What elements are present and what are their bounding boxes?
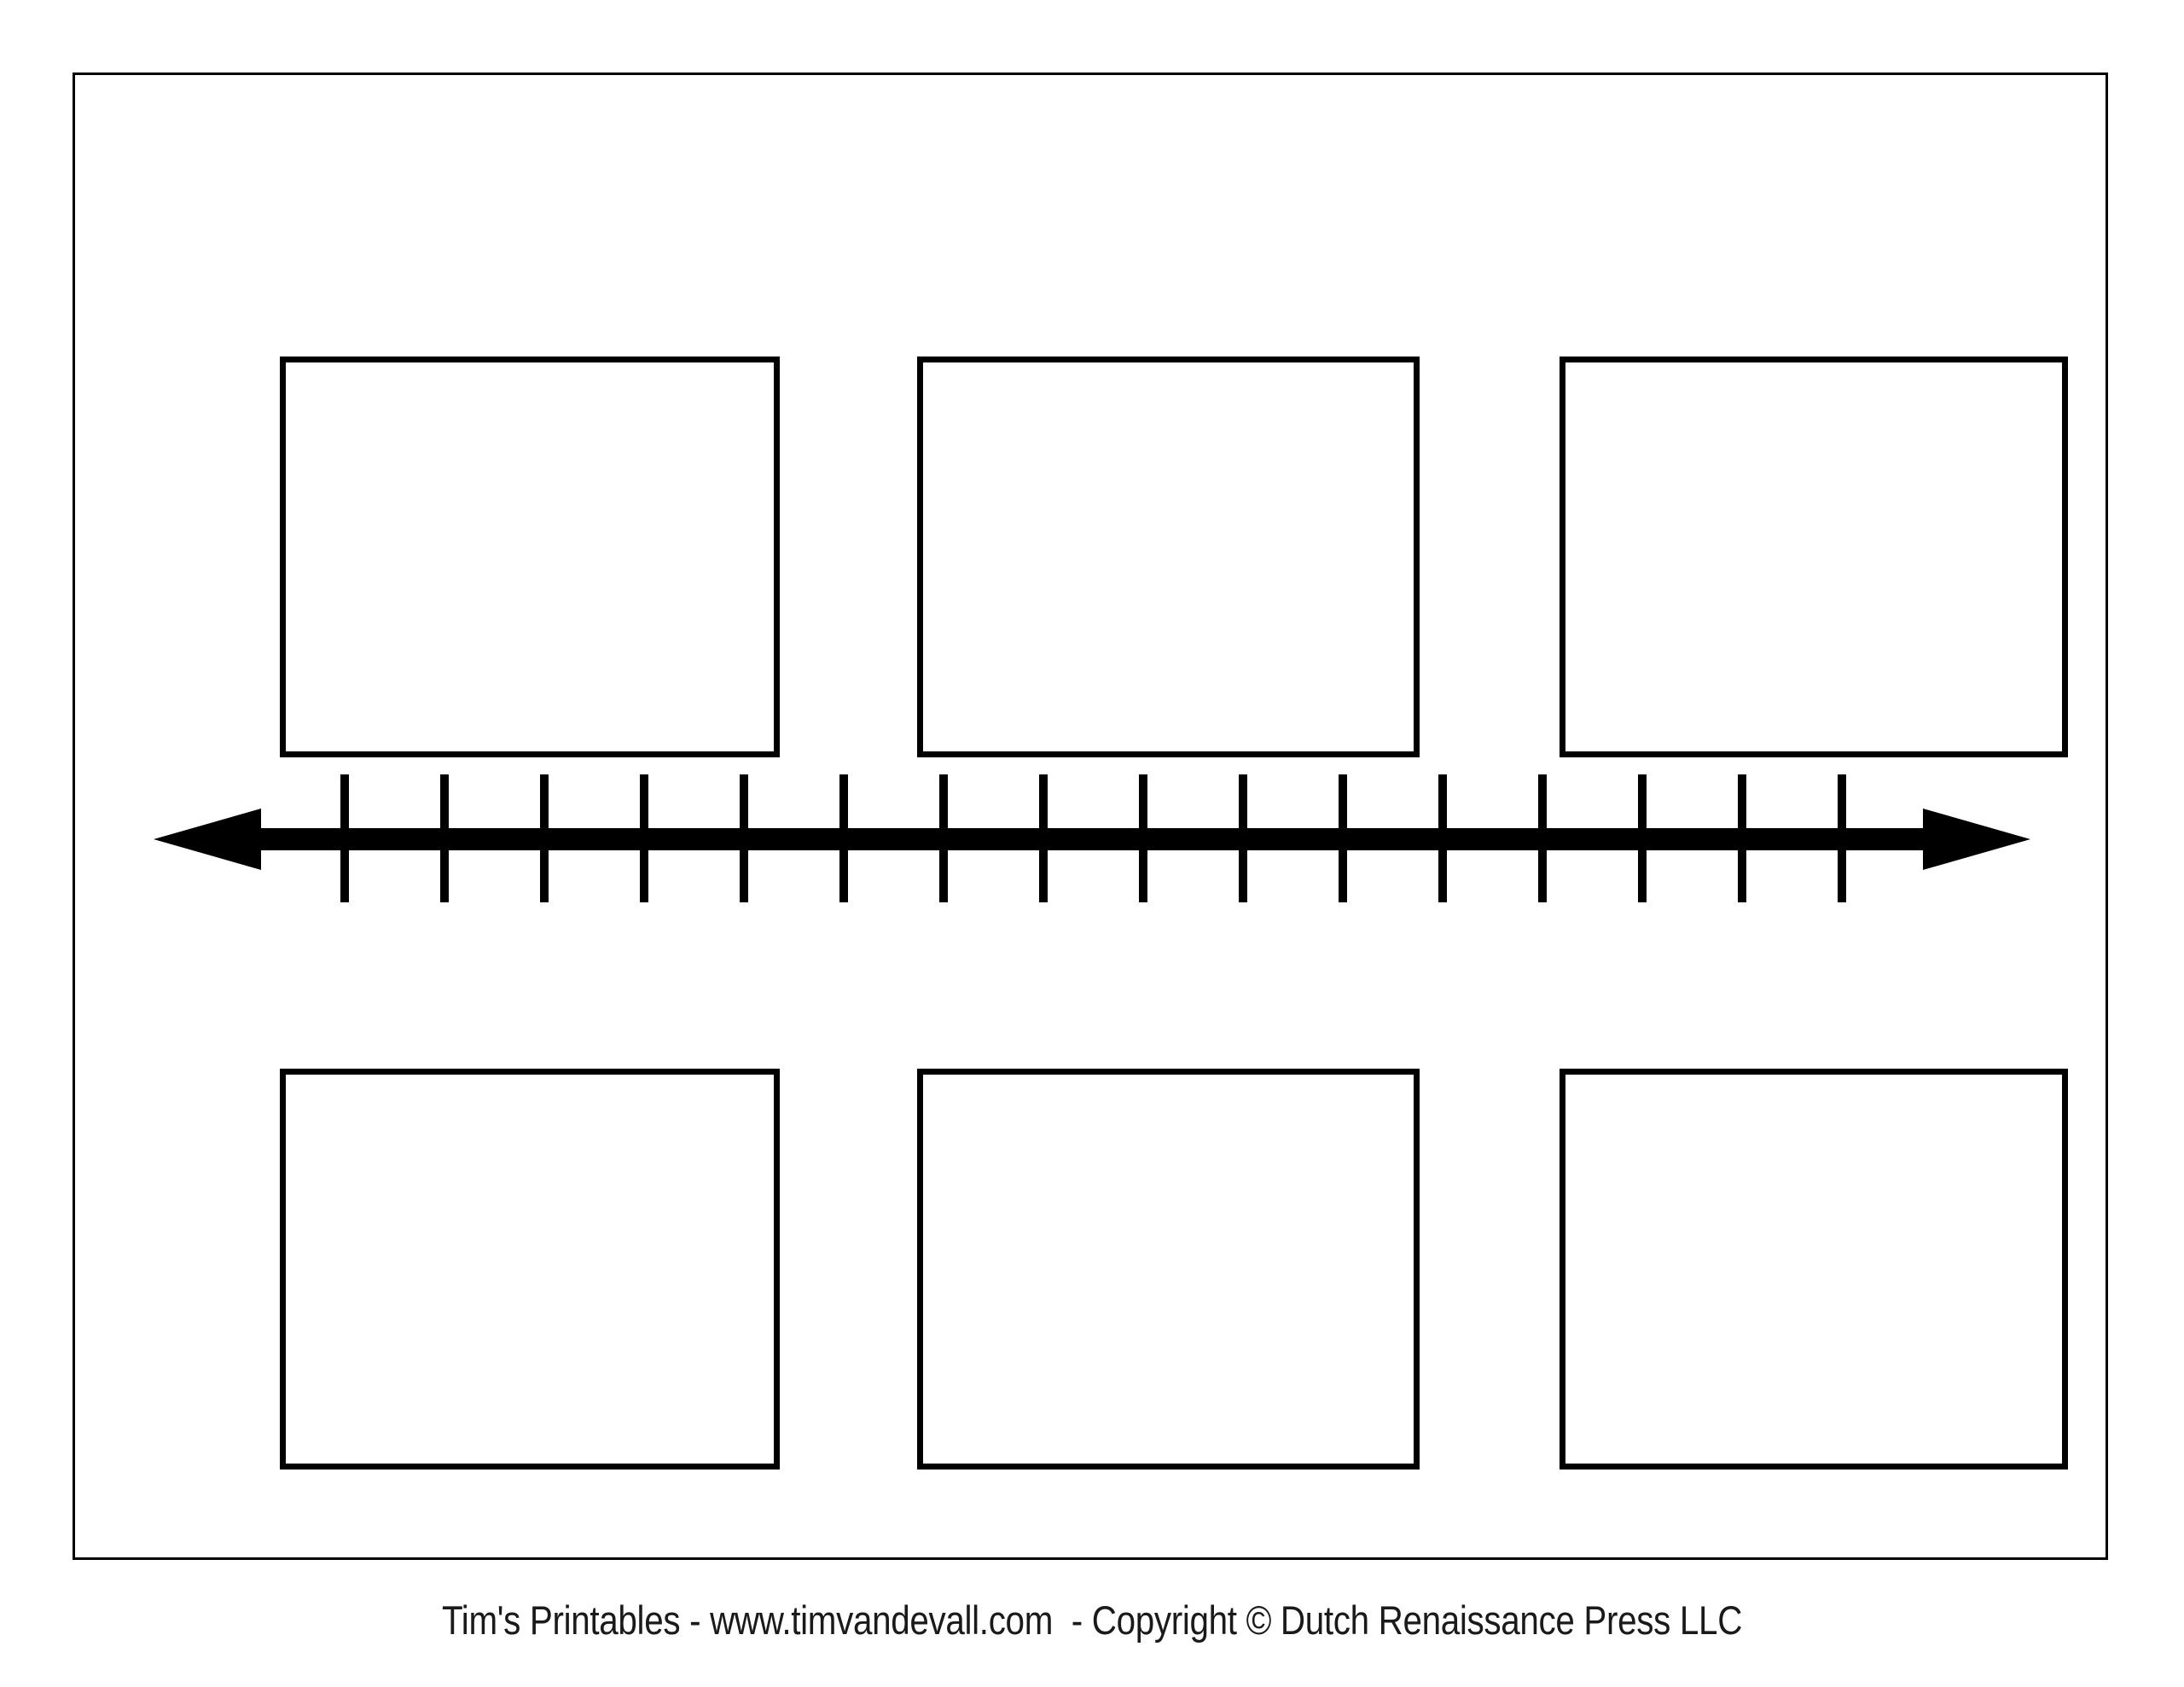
top-box-2[interactable] (917, 357, 1420, 757)
bottom-box-3[interactable] (1560, 1069, 2068, 1470)
bottom-box-1[interactable] (280, 1069, 780, 1470)
number-line[interactable] (0, 763, 2184, 913)
page-border-frame (73, 72, 2108, 1560)
number-line-axis (154, 809, 2030, 870)
footer-credit: Tim's Printables - www.timvandevall.com … (441, 1597, 1743, 1643)
bottom-box-2[interactable] (917, 1069, 1420, 1470)
number-line-graphic (154, 774, 2030, 902)
top-box-3[interactable] (1560, 357, 2068, 757)
double-arrow-axis (154, 809, 2030, 870)
top-box-1[interactable] (280, 357, 780, 757)
